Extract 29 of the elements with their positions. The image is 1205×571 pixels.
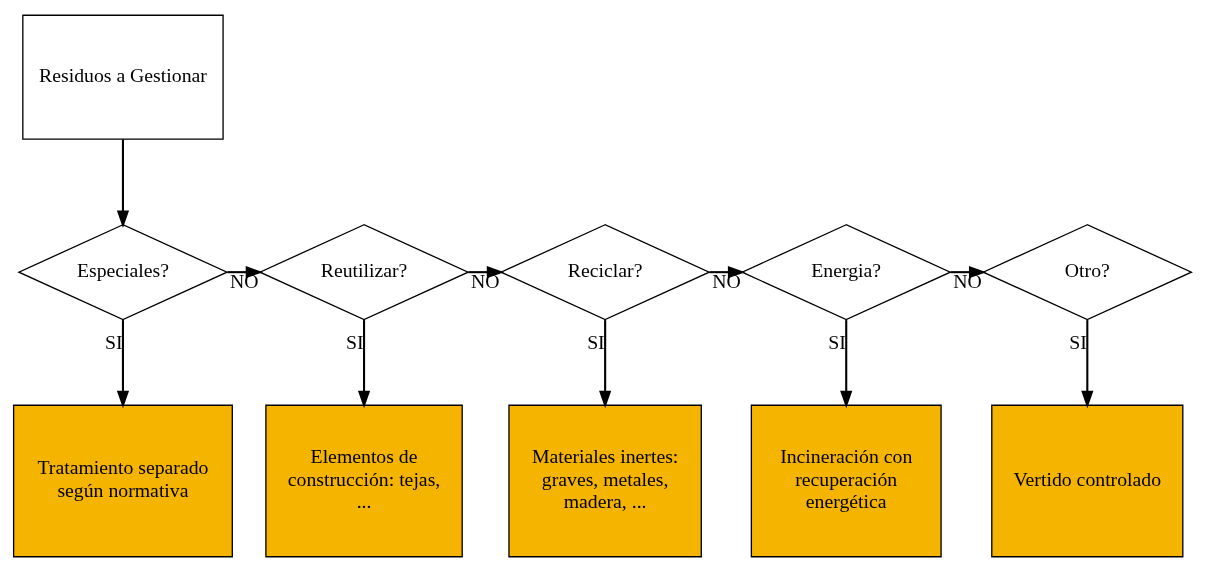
arrow bbox=[709, 265, 746, 278]
node-box: Tratamiento separado según normativa bbox=[12, 404, 233, 557]
arrow bbox=[116, 138, 130, 228]
arrow bbox=[1081, 319, 1094, 408]
edge-label: SI bbox=[346, 330, 364, 353]
node-diamond: Reciclar? bbox=[499, 223, 711, 320]
edge-label: SI bbox=[828, 330, 846, 353]
node-box: Elementos de construcción: tejas, ... bbox=[265, 404, 463, 557]
edge-label: NO bbox=[471, 269, 500, 292]
arrow bbox=[950, 265, 987, 278]
edge-label: NO bbox=[230, 269, 259, 292]
node-box: Residuos a Gestionar bbox=[22, 14, 224, 140]
node-box: Materiales inertes: graves, metales, madera, ... bbox=[508, 404, 702, 557]
node-diamond: Energia? bbox=[740, 223, 952, 320]
arrow bbox=[227, 265, 264, 278]
arrow bbox=[116, 319, 130, 408]
node-diamond: Otro? bbox=[981, 223, 1193, 320]
arrow bbox=[468, 265, 505, 278]
edge-label: SI bbox=[1069, 330, 1087, 353]
node-diamond: Especiales? bbox=[17, 223, 229, 320]
edge-label: NO bbox=[712, 269, 741, 292]
node-box: Vertido controlado bbox=[991, 404, 1184, 557]
arrow bbox=[357, 319, 371, 408]
node-box: Incineración con recuperación energética bbox=[750, 404, 942, 557]
node-diamond: Reutilizar? bbox=[258, 223, 470, 320]
arrow bbox=[840, 319, 853, 408]
edge-label: SI bbox=[587, 330, 605, 353]
edge-label: SI bbox=[104, 330, 123, 353]
arrow bbox=[599, 319, 612, 408]
